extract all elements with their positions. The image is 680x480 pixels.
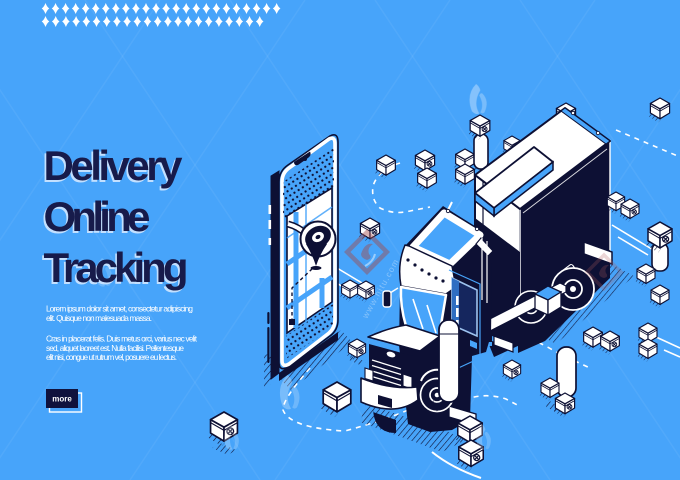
svg-text:sed, aliquet laoreet est. Null: sed, aliquet laoreet est. Nulla facilisi… [46,343,184,353]
svg-text:Online: Online [44,193,151,240]
svg-text:Tracking: Tracking [42,246,187,293]
svg-text:Online: Online [42,195,149,242]
svg-text:elit. Quisque non malesuada ma: elit. Quisque non malesuada massa. [46,313,152,323]
svg-text:Delivery: Delivery [44,142,184,189]
svg-text:Lorem ipsum dolor sit amet, co: Lorem ipsum dolor sit amet, consectetur … [46,304,193,314]
svg-text:Cras in placerat felis. Duis m: Cras in placerat felis. Duis metus orci,… [46,334,198,344]
svg-text:Tracking: Tracking [44,244,189,291]
svg-text:more: more [52,395,72,404]
svg-text:elit nisi, congue ut rutrum ve: elit nisi, congue ut rutrum vel, posuere… [46,352,177,362]
svg-text:Delivery: Delivery [42,144,182,191]
